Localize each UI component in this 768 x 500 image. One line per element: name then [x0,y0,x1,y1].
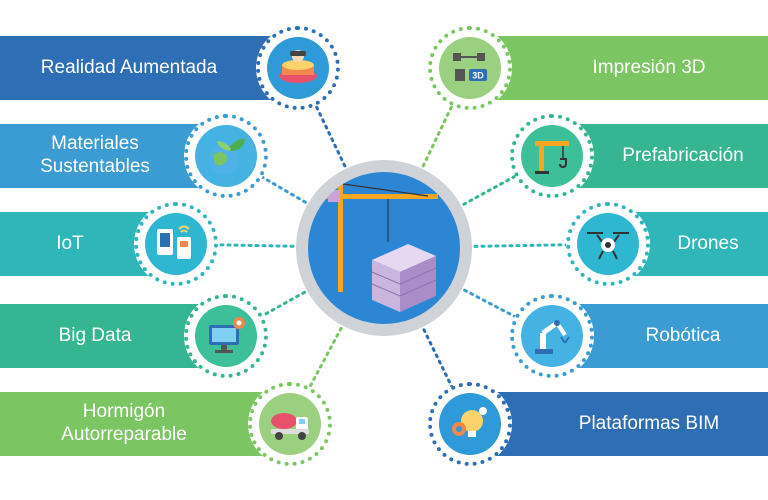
band-label: Hormigón Autorreparable [61,401,187,445]
node-big-data [184,294,268,378]
sustainable-materials-globe-icon [195,125,257,187]
connector-line [288,246,386,426]
construction-crane-building-icon [308,172,460,324]
band-label: Robótica [645,324,721,346]
band-iot: IoT [0,212,160,276]
big-data-monitor-icon [195,305,257,367]
band-label: Realidad Aumentada [40,56,218,78]
concrete-mixer-truck-icon [259,393,321,455]
connector-line [296,66,386,250]
band-materiales-sustentables: Materiales Sustentables [0,124,210,188]
node-prefabricacion [510,114,594,198]
central-hub [296,160,472,336]
node-robotica [510,294,594,378]
augmented-reality-icon [267,37,329,99]
band-robotica: Robótica [558,304,768,368]
node-drones [566,202,650,286]
node-plataformas-bim [428,382,512,466]
node-materiales-sustentables [184,114,268,198]
band-hormigon-autorreparable: Hormigón Autorreparable [0,392,268,456]
node-iot [134,202,218,286]
band-label: Prefabricación [622,144,744,166]
node-realidad-aumentada [256,26,340,110]
band-big-data: Big Data [0,304,210,368]
band-label: IoT [56,232,84,254]
3d-printer-icon: 3D [439,37,501,99]
drone-icon [577,213,639,275]
band-label: Big Data [58,324,132,346]
node-hormigon-autorreparable [248,382,332,466]
iot-devices-icon [145,213,207,275]
connector-line [382,66,472,250]
band-label: Impresión 3D [592,56,706,78]
band-label: Plataformas BIM [578,412,720,434]
band-label: Drones [677,232,739,254]
node-impresion-3d: 3D [428,26,512,110]
band-realidad-aumentada: Realidad Aumentada [0,36,278,100]
band-plataformas-bim: Plataformas BIM [490,392,768,456]
band-impresion-3d: Impresión 3D [490,36,768,100]
bim-lightbulb-gear-icon [439,393,501,455]
svg-text:3D: 3D [472,71,484,81]
band-label: Materiales Sustentables [40,133,150,177]
robotic-arm-icon [521,305,583,367]
crane-hook-icon [521,125,583,187]
